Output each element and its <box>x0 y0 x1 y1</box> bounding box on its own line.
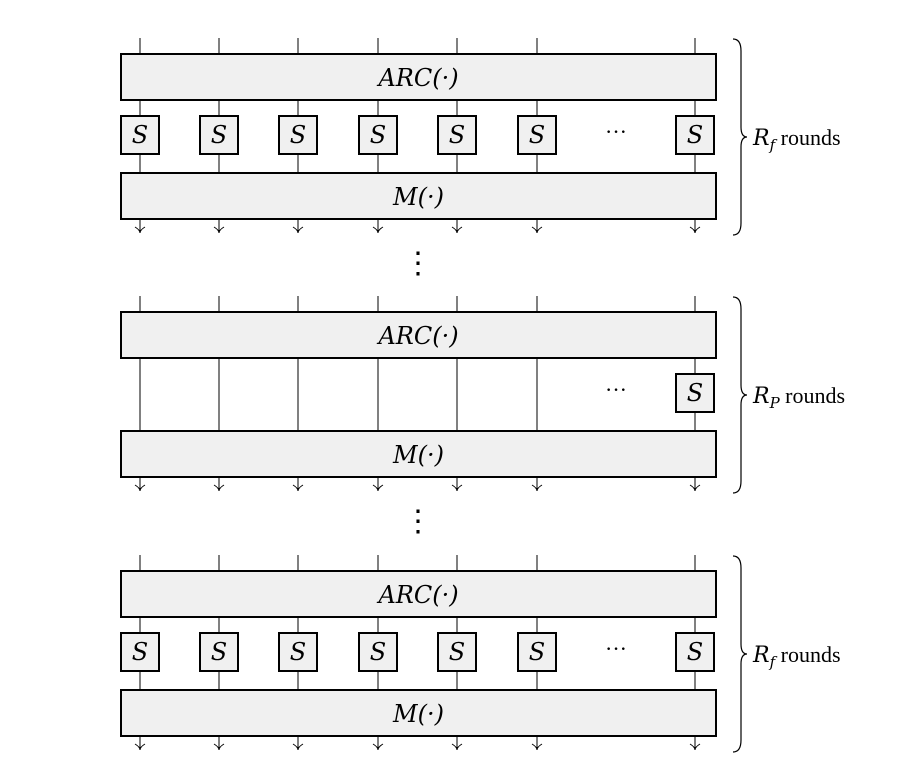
arrow-down-icon <box>531 743 543 751</box>
sbox <box>278 115 318 155</box>
sbox <box>199 115 239 155</box>
lane-ellipsis: ··· <box>605 119 627 144</box>
arrow-down-icon <box>531 226 543 234</box>
sbox-label: S <box>211 638 227 666</box>
arrow-down-icon <box>134 743 146 751</box>
round-section-2: ARC(·) S ··· M(·) RP rounds <box>120 296 845 494</box>
rounds-subscript: P <box>769 394 781 412</box>
section-vdots: ⋮ <box>403 247 433 280</box>
arrow-down-icon <box>689 743 701 751</box>
section-vdots: ⋮ <box>403 505 433 538</box>
sbox <box>199 632 239 672</box>
mix-label: M(·) <box>392 183 444 211</box>
arrow-down-icon <box>372 743 384 751</box>
sbox <box>517 115 557 155</box>
mix-box <box>120 172 717 220</box>
arrow-down-icon <box>292 484 304 492</box>
arrow-down-icon <box>372 484 384 492</box>
round-brace <box>732 296 748 494</box>
sbox <box>278 632 318 672</box>
sbox <box>358 632 398 672</box>
sbox-label: S <box>290 121 306 149</box>
lane-ellipsis: ··· <box>605 377 627 402</box>
arrow-down-icon <box>134 226 146 234</box>
arc-label: ARC(·) <box>376 581 458 609</box>
sbox-label: S <box>687 121 703 149</box>
sbox <box>437 632 477 672</box>
sbox-label: S <box>132 121 148 149</box>
arrow-down-icon <box>531 484 543 492</box>
sbox-label: S <box>687 638 703 666</box>
sbox-label: S <box>449 638 465 666</box>
sbox <box>675 373 715 413</box>
arc-box <box>120 570 717 618</box>
mix-box <box>120 689 717 737</box>
arrow-down-icon <box>689 484 701 492</box>
sbox <box>517 632 557 672</box>
round-section-1: ARC(·) S S S S S S S ··· M(·) Rf rounds <box>120 38 841 236</box>
mix-label: M(·) <box>392 700 444 728</box>
rounds-subscript: f <box>769 653 778 671</box>
rounds-label: RP rounds <box>752 383 845 412</box>
sbox <box>358 115 398 155</box>
sbox-label: S <box>370 638 386 666</box>
round-section-3: ARC(·) S S S S S S S ··· M(·) Rf rounds <box>120 555 841 753</box>
sbox-label: S <box>211 121 227 149</box>
round-brace <box>732 38 748 236</box>
rounds-suffix: rounds <box>780 383 845 408</box>
sbox-label: S <box>687 379 703 407</box>
arc-box <box>120 53 717 101</box>
rounds-subscript: f <box>769 136 778 154</box>
arrow-down-icon <box>213 743 225 751</box>
rounds-label: Rf rounds <box>752 125 841 154</box>
arc-label: ARC(·) <box>376 64 458 92</box>
sbox <box>437 115 477 155</box>
sbox-label: S <box>449 121 465 149</box>
sbox <box>675 632 715 672</box>
sbox <box>675 115 715 155</box>
lane-ellipsis: ··· <box>605 636 627 661</box>
mix-label: M(·) <box>392 441 444 469</box>
sbox-label: S <box>529 638 545 666</box>
arrow-down-icon <box>134 484 146 492</box>
arrow-down-icon <box>451 226 463 234</box>
sbox <box>120 115 160 155</box>
arrow-down-icon <box>372 226 384 234</box>
rounds-symbol: R <box>752 126 770 151</box>
rounds-suffix: rounds <box>775 642 840 667</box>
sbox-label: S <box>290 638 306 666</box>
sbox-label: S <box>529 121 545 149</box>
mix-box <box>120 430 717 478</box>
sbox-label: S <box>132 638 148 666</box>
arrow-down-icon <box>213 484 225 492</box>
rounds-symbol: R <box>752 384 770 409</box>
arrow-down-icon <box>292 743 304 751</box>
rounds-label: Rf rounds <box>752 642 841 671</box>
sbox <box>120 632 160 672</box>
arrow-down-icon <box>213 226 225 234</box>
arc-label: ARC(·) <box>376 322 458 350</box>
sbox-label: S <box>370 121 386 149</box>
round-brace <box>732 555 748 753</box>
rounds-symbol: R <box>752 643 770 668</box>
arrow-down-icon <box>689 226 701 234</box>
arrow-down-icon <box>451 484 463 492</box>
arc-box <box>120 311 717 359</box>
arrow-down-icon <box>292 226 304 234</box>
arrow-down-icon <box>451 743 463 751</box>
rounds-suffix: rounds <box>775 125 840 150</box>
